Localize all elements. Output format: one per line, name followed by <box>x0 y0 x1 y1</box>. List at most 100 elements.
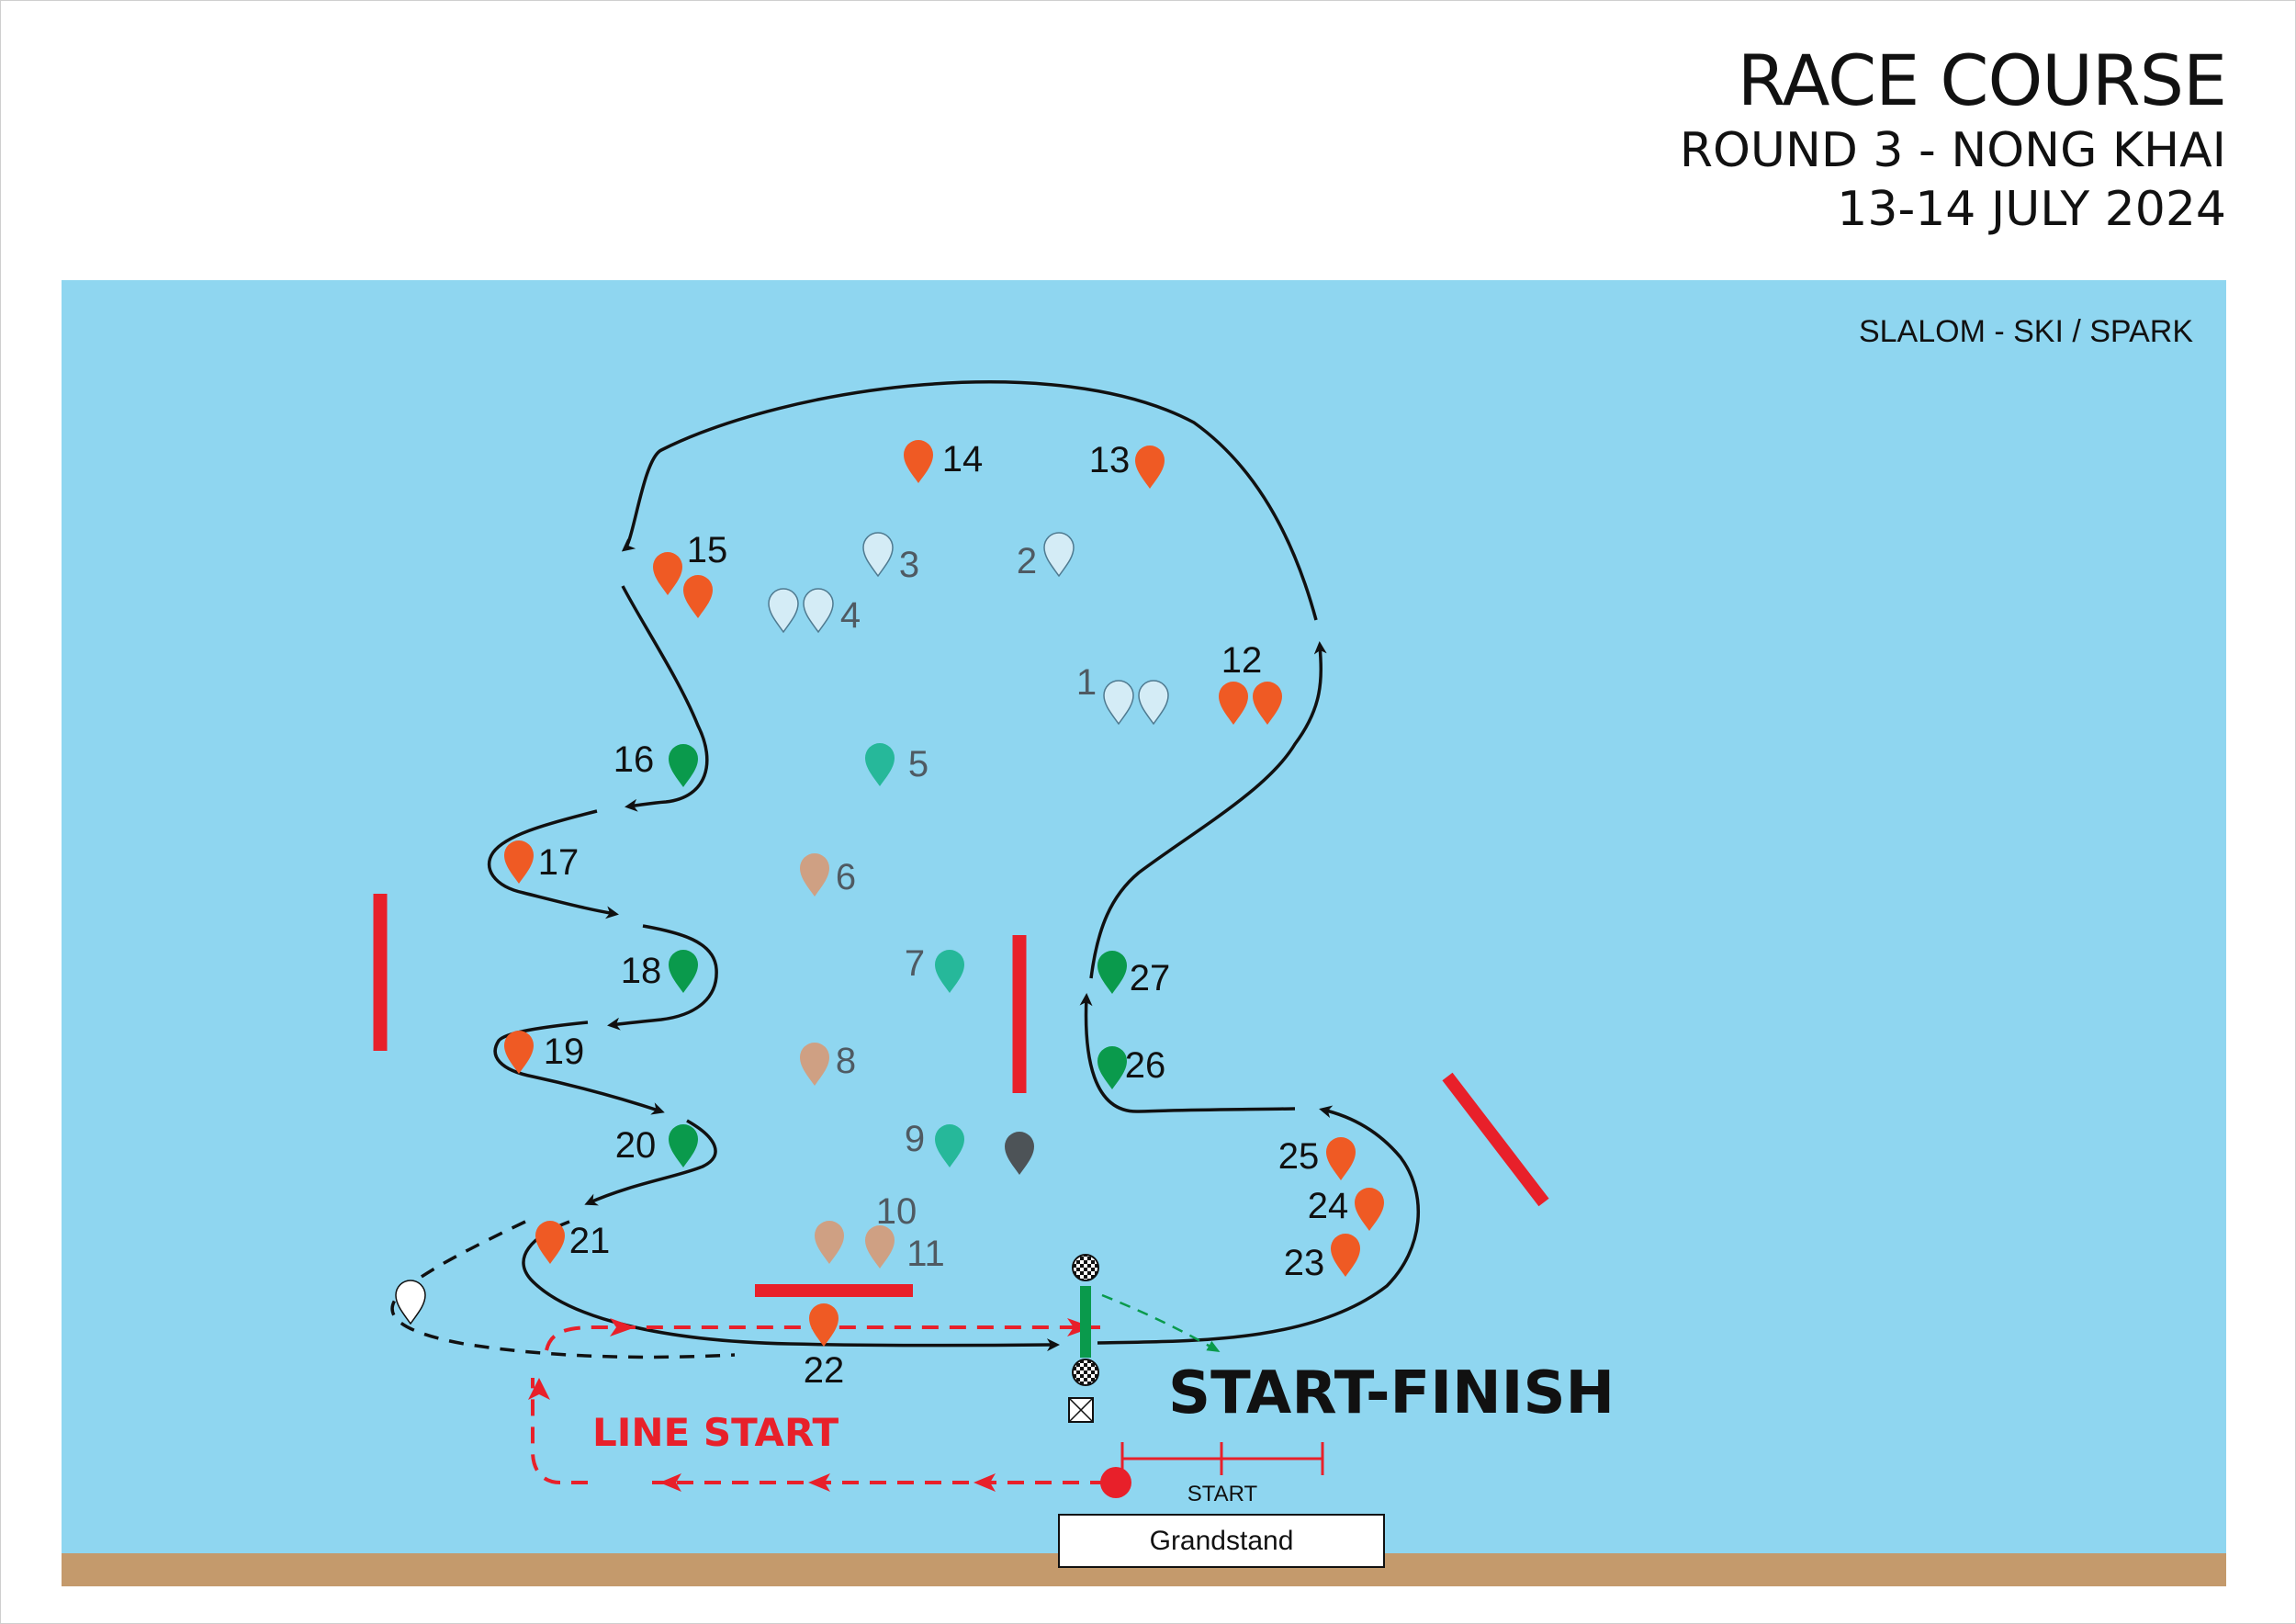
line-start-turn <box>531 1378 588 1484</box>
buoy-marker-icon <box>1331 1234 1360 1277</box>
buoy-number-label: 18 <box>621 951 662 991</box>
checkered-flag-icon <box>1072 1359 1099 1386</box>
buoy-marker-icon <box>1097 1046 1127 1089</box>
grandstand-label: Grandstand <box>1150 1526 1294 1556</box>
buoy-marker-icon <box>815 1221 844 1264</box>
red-arrow-3 <box>659 1473 681 1492</box>
buoy-number-label: 1 <box>1076 662 1097 703</box>
buoy-marker-icon <box>1097 951 1127 994</box>
line-start-label: LINE START <box>592 1410 838 1455</box>
path-25-to-27 <box>1079 993 1296 1113</box>
start-finish-label: START-FINISH <box>1168 1359 1615 1427</box>
start-finish-line <box>1068 1254 1099 1423</box>
buoy-marker-icon <box>865 1225 895 1269</box>
buoy-2: 2 <box>1017 532 1075 581</box>
buoy-marker-icon <box>1135 445 1165 489</box>
buoy-22: 22 <box>804 1303 845 1391</box>
path-start-to-25 <box>1097 1105 1420 1345</box>
buoy-marker-icon <box>669 950 698 993</box>
path-12-to-15 <box>621 380 1318 621</box>
buoy-number-label: 10 <box>876 1191 917 1232</box>
buoy-25: 25 <box>1278 1136 1356 1180</box>
buoy-number-label: 2 <box>1017 541 1037 581</box>
buoy-marker-icon <box>862 532 894 578</box>
buoy-marker-icon <box>669 1124 698 1167</box>
path-16-to-17 <box>487 809 619 919</box>
path-20-to-22 <box>522 1220 1060 1352</box>
buoy-marker-icon <box>935 950 964 993</box>
red-arrow-1 <box>974 1473 996 1492</box>
buoy-marker-icon <box>865 743 895 786</box>
buoy-number-label: 9 <box>905 1119 925 1159</box>
lap-dashed-path <box>390 1220 736 1359</box>
buoy-number-label: 20 <box>615 1125 657 1166</box>
buoy-marker-icon <box>669 744 698 787</box>
buoy-number-label: 6 <box>836 857 856 897</box>
buoy-marker-icon <box>1326 1137 1356 1180</box>
buoy-marker-icon <box>768 588 799 634</box>
buoy-5: 5 <box>865 743 929 786</box>
buoy-number-label: 13 <box>1089 440 1131 480</box>
buoy-number-label: 8 <box>836 1041 856 1081</box>
buoy-number-label: 5 <box>908 744 929 784</box>
buoy-1: 1 <box>1076 662 1169 726</box>
finish-direction-arrow <box>1101 1293 1221 1352</box>
buoy-26: 26 <box>1097 1045 1165 1089</box>
buoy-number-label: 24 <box>1308 1186 1349 1226</box>
buoy-number-label: 11 <box>906 1234 945 1274</box>
buoy-11: 11 <box>865 1225 945 1274</box>
buoy-number-label: 26 <box>1125 1045 1166 1086</box>
checkered-flag-icon <box>1072 1254 1099 1281</box>
buoy-number-label: 22 <box>804 1350 845 1391</box>
barriers <box>373 894 1549 1297</box>
page-title: RACE COURSE <box>1737 39 2227 121</box>
buoy-13: 13 <box>1089 440 1165 489</box>
round-subtitle: ROUND 3 - NONG KHAI <box>1679 123 2226 178</box>
buoy-18: 18 <box>621 950 698 993</box>
buoy-marker-icon <box>1355 1188 1384 1231</box>
title-block: RACE COURSE ROUND 3 - NONG KHAI 13-14 JU… <box>1679 39 2227 239</box>
path-18-to-19 <box>493 1021 665 1115</box>
buoy-16: 16 <box>613 739 698 787</box>
buoy-marker-icon <box>935 1124 964 1167</box>
buoy-marker-icon <box>535 1221 565 1264</box>
buoy-9: 9 <box>905 1119 964 1167</box>
buoy-number-label: 7 <box>905 943 925 984</box>
class-label: SLALOM - SKI / SPARK <box>1859 314 2193 349</box>
buoy-number-label: 21 <box>569 1221 611 1261</box>
red-arrow-4 <box>528 1378 550 1400</box>
start-grid <box>1120 1442 1324 1475</box>
buoy-marker-icon <box>1138 680 1169 726</box>
buoy-14: 14 <box>904 439 983 483</box>
path-19-to-20 <box>584 1119 717 1206</box>
buoy-12: 12 <box>1219 640 1282 725</box>
red-arrow-2 <box>808 1473 830 1492</box>
buoy-marker-icon <box>800 853 829 897</box>
buoy-marker-icon <box>1253 682 1282 725</box>
buoy-marker-icon <box>1103 680 1134 726</box>
grandstand-box <box>1058 1514 1385 1568</box>
path-17-to-18 <box>607 924 718 1031</box>
buoy-8: 8 <box>800 1041 856 1086</box>
event-dates: 13-14 JULY 2024 <box>1837 182 2226 237</box>
buoy-23: 23 <box>1284 1234 1360 1283</box>
buoy-number-label: 19 <box>544 1032 585 1072</box>
buoy-marker-icon <box>653 552 682 595</box>
buoy-15: 15 <box>653 530 727 618</box>
buoy-19: 19 <box>504 1031 584 1074</box>
buoy-number-label: 27 <box>1130 958 1171 998</box>
buoy-10: 10 <box>815 1191 917 1264</box>
buoy-4: 4 <box>768 588 861 636</box>
buoy-number-label: 12 <box>1221 640 1263 681</box>
buoy-number-label: 14 <box>942 439 984 479</box>
buoy-marker-icon <box>504 1031 534 1074</box>
buoy-20: 20 <box>615 1124 698 1167</box>
start-position-dot <box>1100 1467 1131 1498</box>
path-15-to-16 <box>621 585 709 812</box>
buoy-number-label: 25 <box>1278 1136 1320 1177</box>
buoy-number-label: 4 <box>840 595 861 636</box>
buoy-marker-icon <box>904 440 933 483</box>
line-start-run <box>545 1325 1100 1351</box>
buoy-number-label: 15 <box>687 530 728 570</box>
